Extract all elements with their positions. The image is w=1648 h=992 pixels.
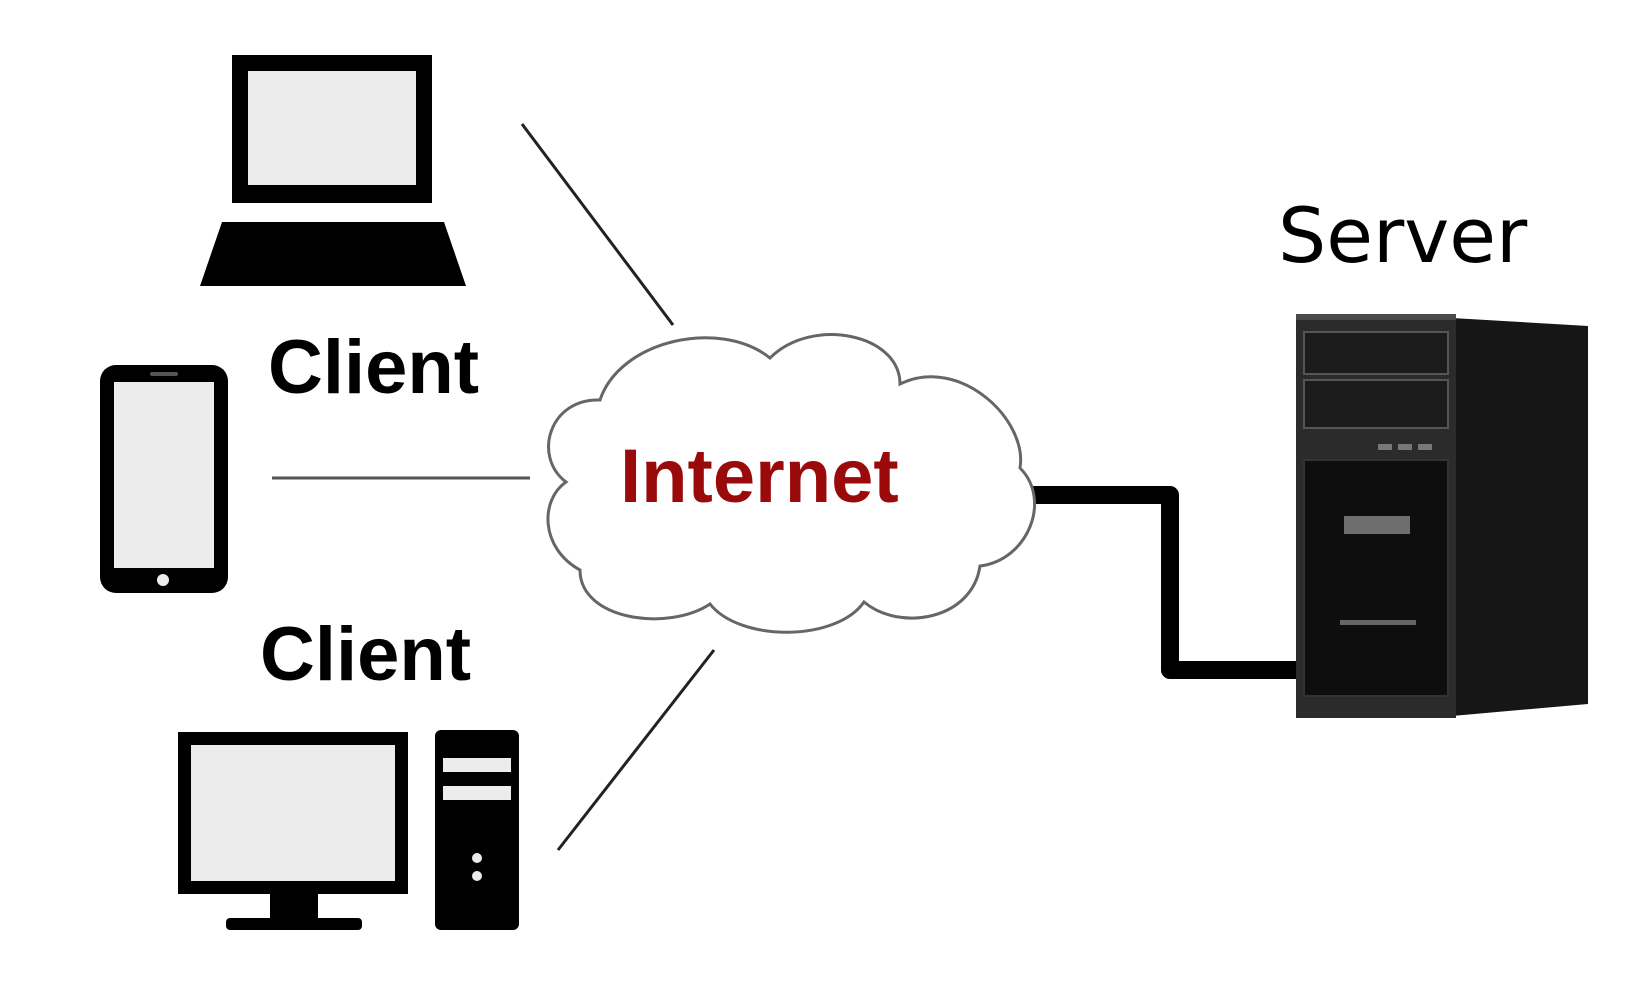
client-label-bottom: Client [260, 612, 471, 697]
edge-internet-server [1030, 486, 1300, 679]
server-label: Server [1278, 191, 1528, 280]
edge-laptop-internet [520, 123, 675, 326]
cloud-icon [546, 333, 1037, 634]
desktop-computer-icon [178, 730, 519, 930]
client-label-top: Client [268, 325, 479, 410]
smartphone-icon [100, 365, 228, 593]
internet-label: Internet [620, 434, 899, 519]
laptop-icon [200, 55, 466, 286]
edge-desktop-internet [556, 649, 716, 851]
server-tower-icon [1296, 314, 1588, 718]
